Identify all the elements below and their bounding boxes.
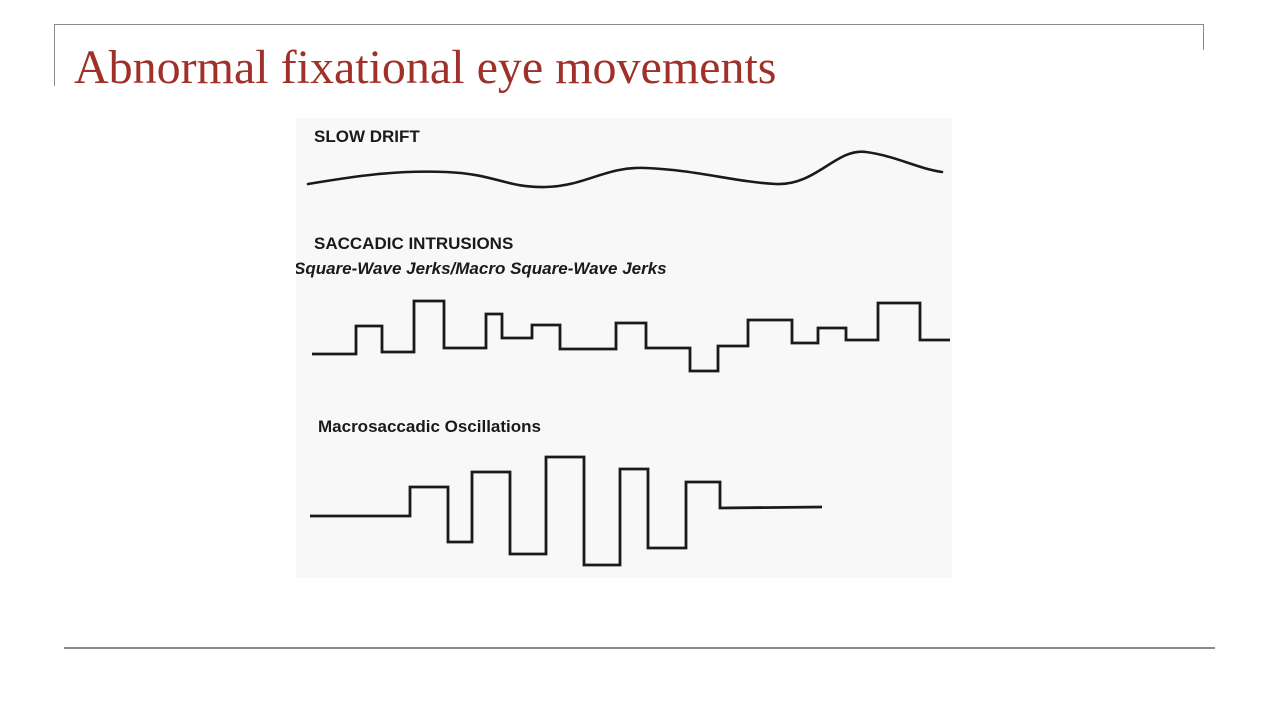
slow-drift-trace: [306, 150, 944, 189]
square-wave-jerks-trace: [312, 299, 950, 373]
slide-frame-left-line: [54, 24, 55, 86]
saccadic-intrusions-label: SACCADIC INTRUSIONS: [314, 234, 513, 253]
slide-footer-rule: [64, 647, 1215, 649]
macrosaccadic-oscillations-label: Macrosaccadic Oscillations: [318, 417, 541, 436]
slow-drift-label: SLOW DRIFT: [314, 127, 420, 146]
slide-title: Abnormal fixational eye movements: [74, 41, 777, 94]
slide-frame-top-line: [54, 24, 1204, 25]
slide-frame-right-line: [1203, 24, 1204, 50]
square-wave-jerks-label: Square-Wave Jerks/Macro Square-Wave Jerk…: [296, 259, 667, 278]
macrosaccadic-oscillations-trace: [310, 455, 823, 567]
eye-movement-figure: SLOW DRIFT SACCADIC INTRUSIONS Square-Wa…: [296, 118, 952, 578]
eye-movement-traces-svg: SLOW DRIFT SACCADIC INTRUSIONS Square-Wa…: [296, 127, 950, 567]
